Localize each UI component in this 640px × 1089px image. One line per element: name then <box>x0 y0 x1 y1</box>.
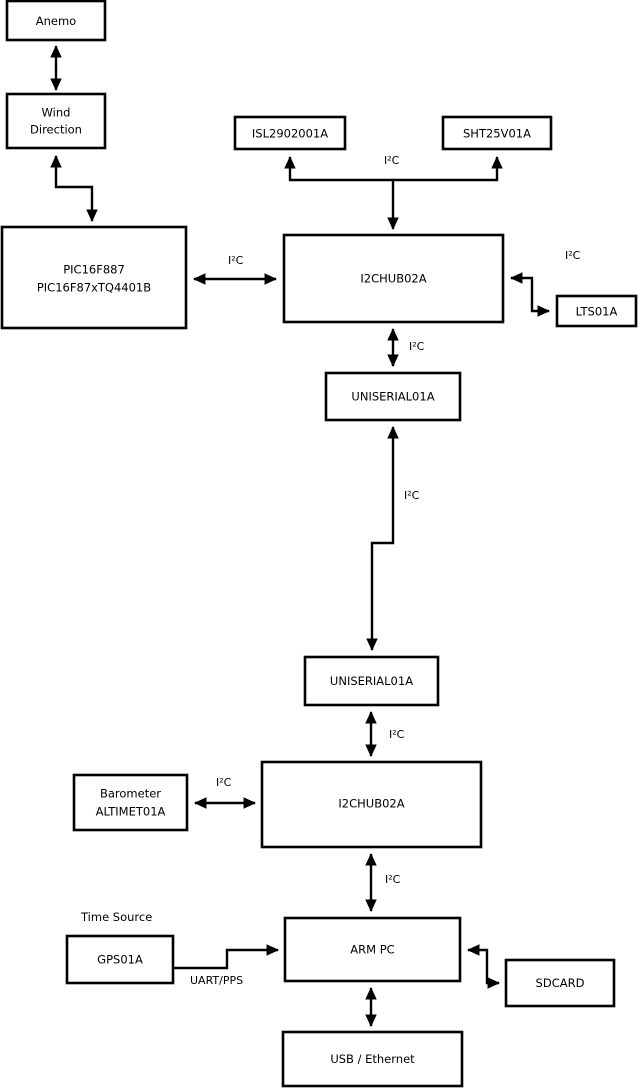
arrow-path <box>467 944 500 989</box>
node-wind-direction[interactable]: Wind Direction <box>5 92 107 150</box>
node-label-line1: Wind <box>42 106 71 120</box>
node-box[interactable] <box>283 916 462 983</box>
arrow-path-isl <box>284 156 399 230</box>
node-label: GPS01A <box>97 953 143 967</box>
node-anemo[interactable]: Anemo <box>5 0 107 42</box>
node-label: LTS01A <box>576 305 618 319</box>
node-i2chub02a-bottom[interactable]: I2CHUB02A <box>260 760 483 849</box>
node-box[interactable] <box>555 294 638 328</box>
node-uniserial01a-top[interactable]: UNISERIAL01A <box>324 371 462 422</box>
node-arm-pc[interactable]: ARM PC <box>283 916 462 983</box>
node-box[interactable] <box>65 934 175 985</box>
node-box[interactable] <box>233 115 347 151</box>
conn-hubtop-lts <box>510 272 550 317</box>
conn-uniser-uniser <box>366 426 399 651</box>
node-label: UNISERIAL01A <box>351 390 434 404</box>
node-label: ISL2902001A <box>252 127 328 141</box>
conn-armpc-sdcard <box>467 944 500 989</box>
arrow-path <box>50 155 98 222</box>
edge-label-uniserial-hub: I²C <box>389 728 405 741</box>
edge-label-hub-sensors: I²C <box>384 154 400 167</box>
arrow-path <box>510 272 550 317</box>
conn-gps-armpc <box>173 944 279 970</box>
node-box[interactable] <box>504 958 616 1008</box>
edge-label-uniserial-link: I²C <box>404 489 420 502</box>
node-box[interactable] <box>324 371 462 422</box>
node-box[interactable] <box>5 0 107 42</box>
node-pic-mcu[interactable]: PIC16F887 PIC16F87xTQ4401B <box>0 225 188 330</box>
edge-label-hub-arm: I²C <box>385 873 401 886</box>
node-label: I2CHUB02A <box>338 797 404 811</box>
edge-label-layer: I²C I²C I²C I²C I²C I²C I²C I²C UART/PPS <box>190 154 581 987</box>
node-label: SDCARD <box>536 976 585 990</box>
node-label: Anemo <box>36 14 76 28</box>
node-box[interactable] <box>441 115 553 151</box>
edge-label-baro-hub: I²C <box>216 776 232 789</box>
connector-layer <box>50 45 550 1027</box>
node-i2chub02a-top[interactable]: I2CHUB02A <box>282 233 505 324</box>
arrow-path <box>173 944 279 970</box>
node-label-line2: ALTIMET01A <box>96 805 166 819</box>
node-label-line2: PIC16F87xTQ4401B <box>37 281 151 295</box>
node-box[interactable] <box>303 655 440 707</box>
node-box[interactable] <box>5 92 107 150</box>
node-label: I2CHUB02A <box>360 272 426 286</box>
arrow-path <box>366 426 399 651</box>
node-label: USB / Ethernet <box>330 1052 415 1066</box>
edge-label-pic-hub: I²C <box>228 254 244 267</box>
edge-label-hub-lts: I²C <box>565 249 581 262</box>
node-isl2902001a[interactable]: ISL2902001A <box>233 115 347 151</box>
arrow-path-sht <box>393 156 503 182</box>
node-box[interactable] <box>281 1030 464 1088</box>
conn-hubtop-sensors <box>284 156 503 230</box>
edge-label-gps-arm: UART/PPS <box>190 974 243 987</box>
node-box[interactable] <box>0 225 188 330</box>
node-box[interactable] <box>282 233 505 324</box>
node-label: ARM PC <box>350 943 394 957</box>
node-usb-ethernet[interactable]: USB / Ethernet <box>281 1030 464 1088</box>
node-lts01a[interactable]: LTS01A <box>555 294 638 328</box>
node-sdcard[interactable]: SDCARD <box>504 958 616 1008</box>
edge-label-hub-uniserial: I²C <box>409 340 425 353</box>
node-label: UNISERIAL01A <box>330 674 413 688</box>
node-barometer[interactable]: Barometer ALTIMET01A <box>72 773 189 832</box>
label-time-source: Time Source <box>80 910 152 924</box>
conn-pic-wind <box>50 155 98 222</box>
node-label-line2: Direction <box>30 123 82 137</box>
node-box[interactable] <box>260 760 483 849</box>
node-label-line1: Barometer <box>100 787 161 801</box>
node-uniserial01a-bottom[interactable]: UNISERIAL01A <box>303 655 440 707</box>
node-sht25v01a[interactable]: SHT25V01A <box>441 115 553 151</box>
node-box[interactable] <box>72 773 189 832</box>
node-gps01a[interactable]: GPS01A <box>65 934 175 985</box>
free-label-layer: Time Source <box>80 910 152 924</box>
node-label: SHT25V01A <box>463 127 531 141</box>
node-label-line1: PIC16F887 <box>63 263 125 277</box>
